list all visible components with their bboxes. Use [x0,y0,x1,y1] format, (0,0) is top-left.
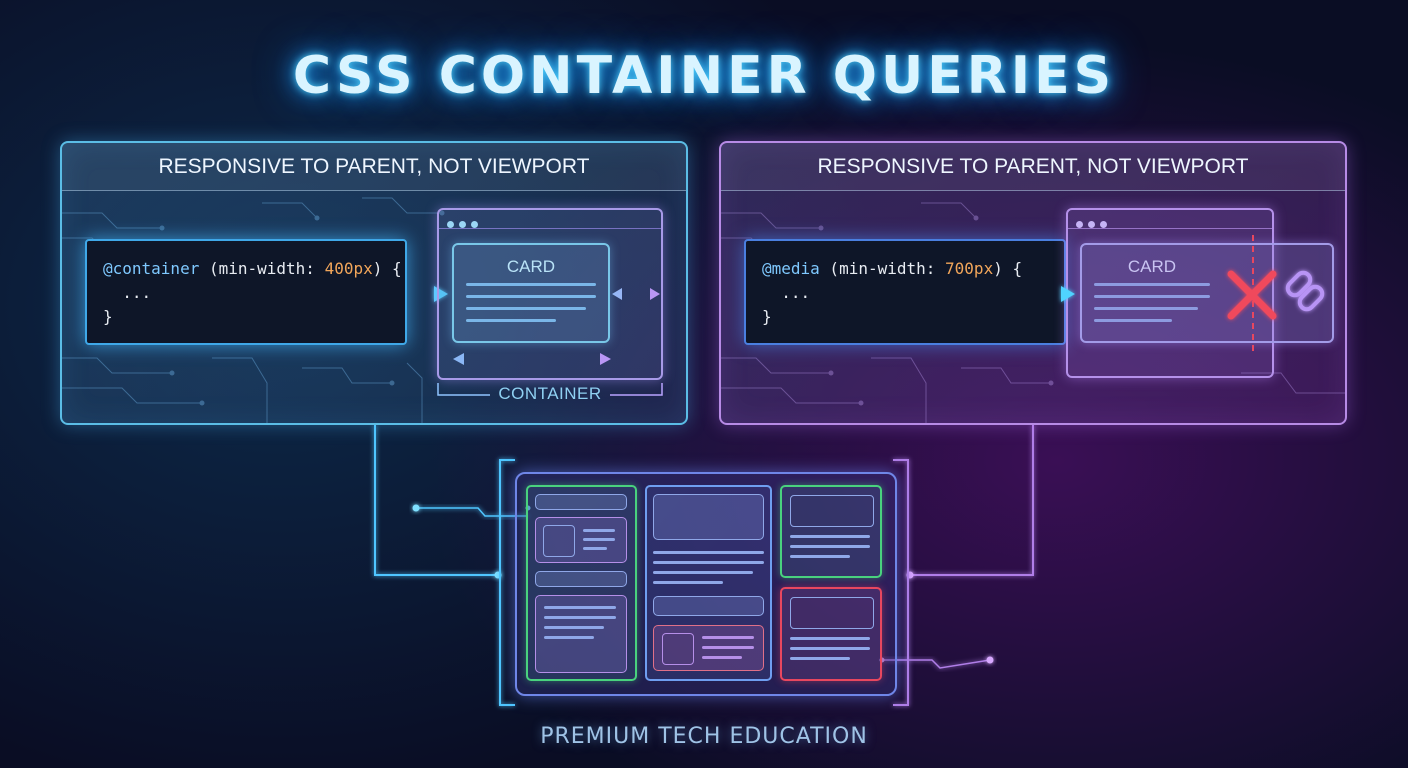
card: CARD [452,243,610,343]
container-bracket [437,383,663,396]
page-title: CSS CONTAINER QUERIES [292,46,1116,106]
container-frame [437,208,663,380]
circuit-pattern [721,202,1345,423]
layout-block [535,517,627,563]
code-keyword: @media [762,259,820,278]
layout-column-right-top [780,485,882,578]
broken-link-icon [1285,270,1325,312]
container-query-panel: RESPONSIVE TO PARENT, NOT VIEWPORT @cont… [60,141,688,425]
window-dots [1076,215,1112,233]
right-overlays [1027,235,1325,353]
layout-block [535,571,627,587]
code-block: @media (min-width: 700px) { ... } [744,239,1066,345]
media-query-panel: RESPONSIVE TO PARENT, NOT VIEWPORT @medi… [719,141,1347,425]
container-label: CONTAINER [498,384,602,403]
panel-heading: RESPONSIVE TO PARENT, NOT VIEWPORT [721,143,1345,191]
code-ellipsis: ... [762,283,811,302]
circuit-pattern [62,197,445,423]
code-number: 400px [324,259,373,278]
layout-block [653,494,764,540]
layout-block [653,596,764,616]
panel-heading: RESPONSIVE TO PARENT, NOT VIEWPORT [62,143,686,191]
code-brace: ) { [993,259,1023,278]
code-ellipsis: ... [103,283,152,302]
footer-caption: PREMIUM TECH EDUCATION [540,724,868,749]
card-label: CARD [506,257,556,276]
code-condition: (min-width: [819,259,946,278]
right-connector [910,425,1034,576]
window-dots [447,215,483,233]
layout-block [535,494,627,510]
code-condition: (min-width: [199,259,325,278]
left-connector [374,425,498,576]
code-keyword: @container [103,259,200,278]
layout-column-right-bottom [780,587,882,681]
code-close-brace: } [103,307,113,326]
viewport-frame [1066,208,1274,378]
code-close-brace: } [762,307,772,326]
card-label: CARD [1127,257,1177,276]
layout-block [535,595,627,673]
code-number: 700px [945,259,994,278]
layout-block [653,625,764,671]
code-brace: ) { [372,259,402,278]
card: CARD [1080,243,1334,343]
code-block: @container (min-width: 400px) { ... } [85,239,407,345]
cross-icon [1227,270,1277,320]
